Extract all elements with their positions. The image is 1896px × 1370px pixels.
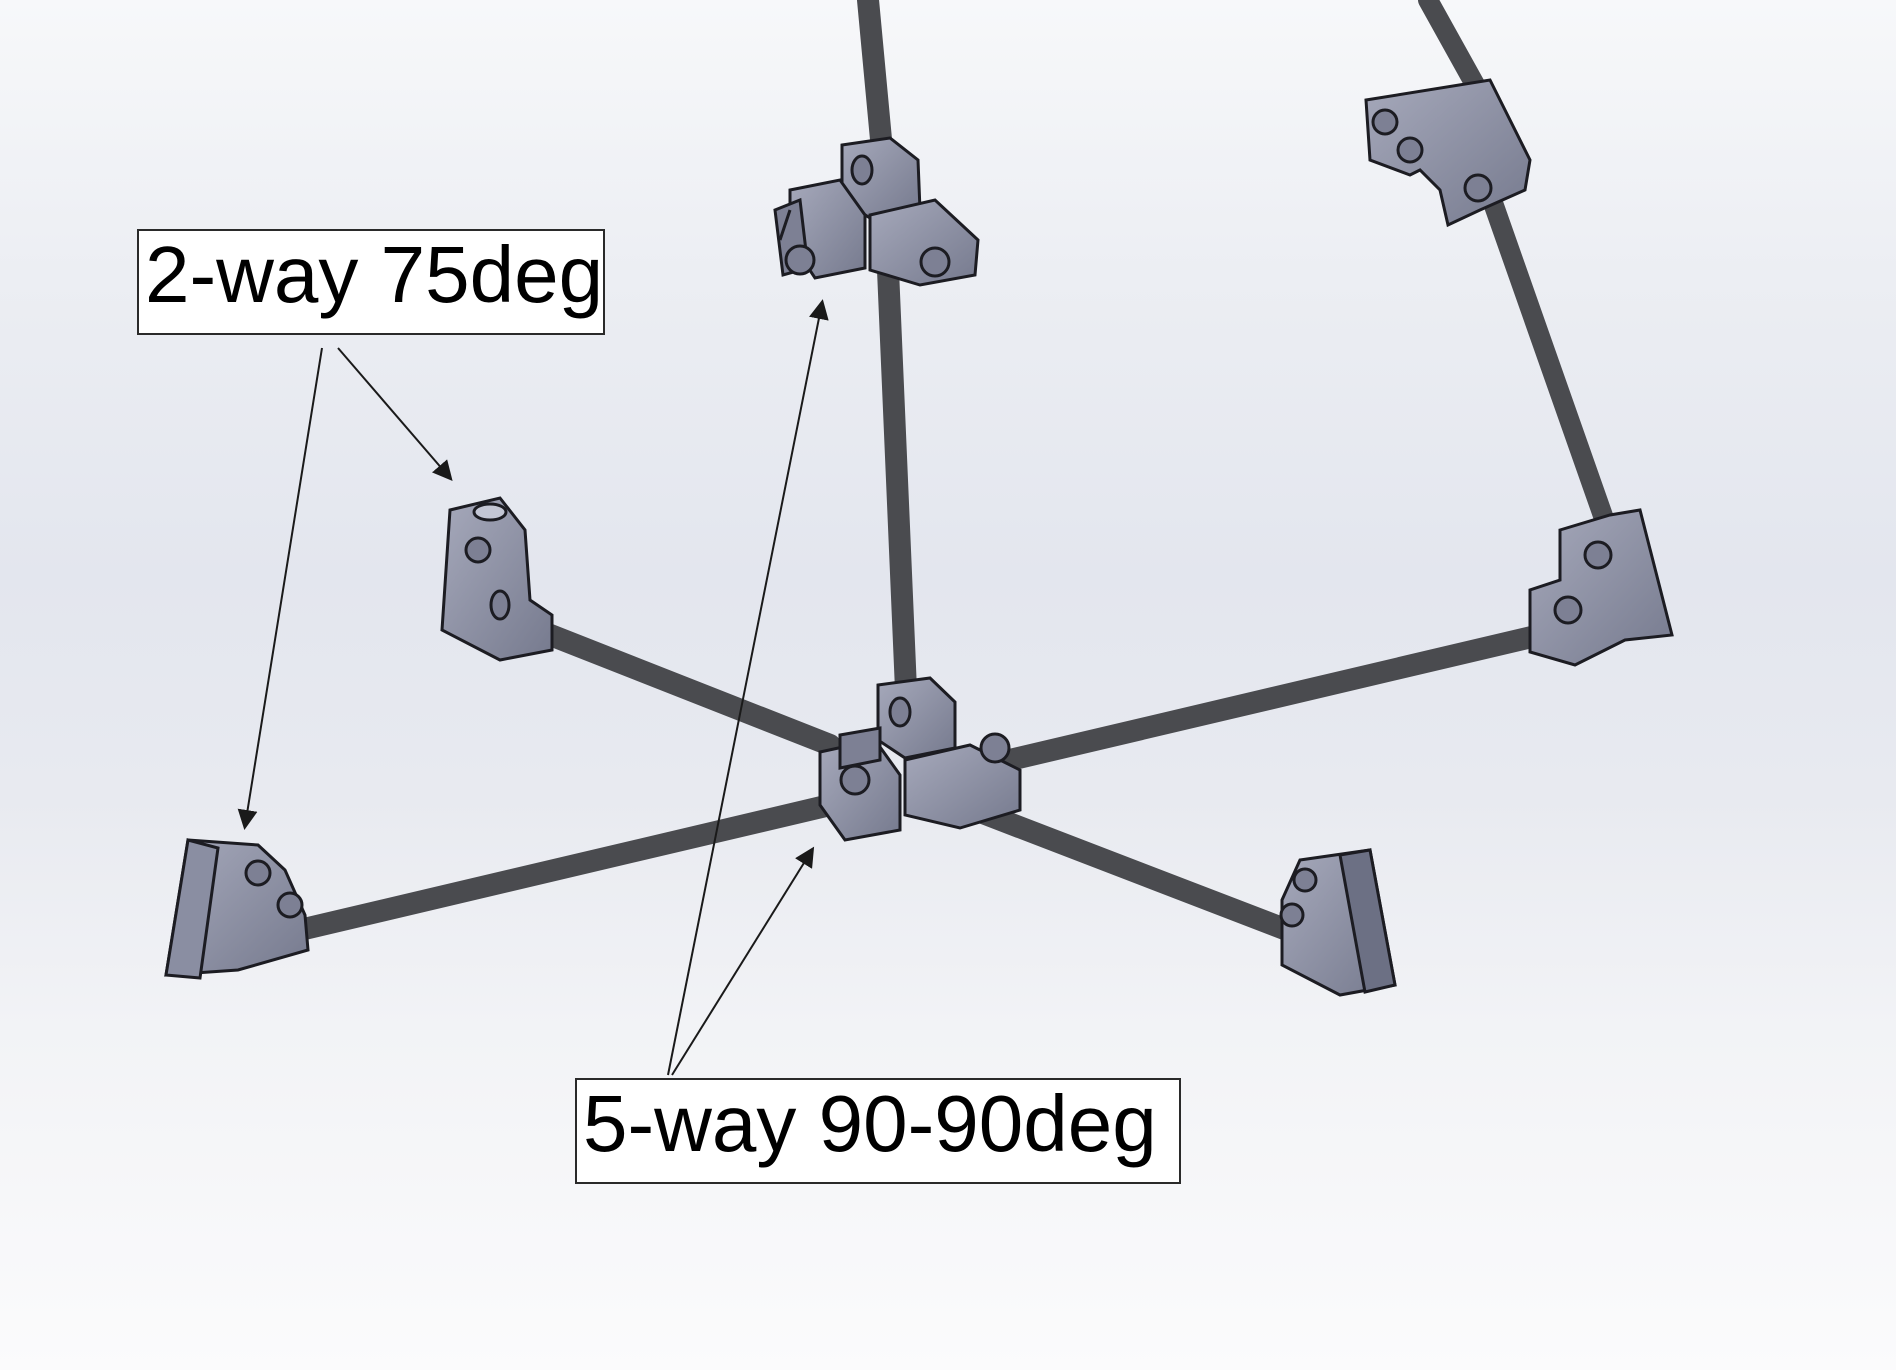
five-way-connector-center: [818, 676, 1022, 842]
rod-left-back: [514, 614, 841, 756]
five-way-connector-top: [773, 136, 980, 287]
two-way-connector-right-back: [1528, 508, 1674, 667]
foot-right-front: [1279, 848, 1397, 997]
rod-right-front: [964, 799, 1311, 946]
rod-right-upright: [1482, 190, 1618, 540]
annotation-arrows: [237, 299, 829, 1076]
rod-left-front: [289, 794, 841, 941]
arrow-2way-to-left-front: [237, 347, 323, 830]
two-way-connector-left-front: [164, 838, 310, 980]
rods: [289, 0, 1618, 946]
rod-right-back: [999, 624, 1551, 771]
angled-connector-top-right: [1364, 78, 1532, 228]
arrow-5way-to-center: [671, 846, 815, 1076]
rod-vertical-main: [877, 259, 917, 701]
arrow-5way-to-top: [667, 299, 829, 1076]
label-two-way-75deg: 2-way 75deg: [137, 229, 605, 335]
label-five-way-90-90deg: 5-way 90-90deg: [575, 1078, 1181, 1184]
rod-vertical-top: [857, 0, 893, 161]
two-way-connector-left-back: [440, 496, 554, 662]
arrow-2way-to-left-back: [337, 347, 453, 482]
rod-diagonal-top-right: [1418, 0, 1488, 100]
